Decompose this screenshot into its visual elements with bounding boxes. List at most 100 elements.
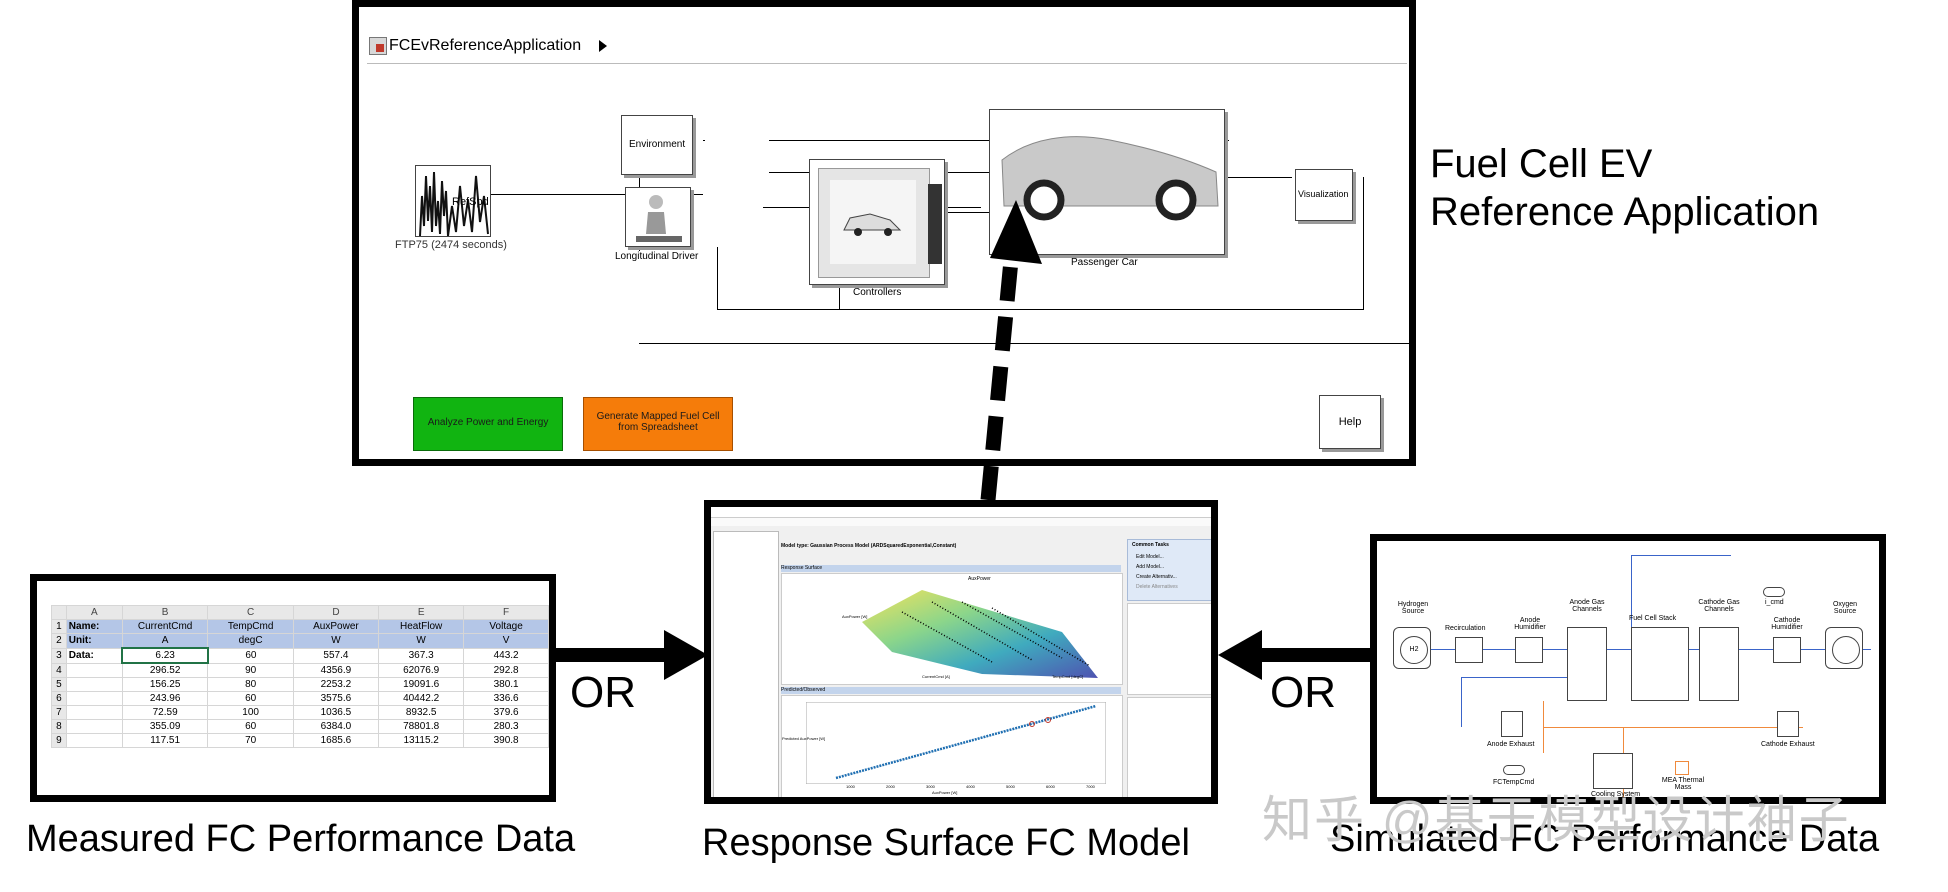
car-icon [1001, 136, 1219, 221]
generate-mapped-fc-button[interactable]: Generate Mapped Fuel Cell from Spreadshe… [583, 397, 733, 451]
column-header-row: A B C D E F [51, 605, 549, 620]
oxygen-label: Oxygen Source [1832, 601, 1858, 615]
toolbar-divider [367, 63, 1407, 64]
measured-caption: Measured FC Performance Data [26, 818, 576, 860]
cooling-system-label: Cooling System [1591, 791, 1641, 798]
pred-observed-header: Predicted/Observed [781, 687, 1121, 694]
pred-y-label: Predicted AuxPower [W] [782, 736, 826, 741]
reference-application-frame: FCEvReferenceApplication RefSpd FTP75 (2… [352, 0, 1416, 466]
cathode-exhaust-label: Cathode Exhaust [1761, 741, 1815, 748]
recirculation-block[interactable] [1455, 637, 1483, 663]
pred-xtick: 1000 [846, 784, 855, 789]
breadcrumb[interactable]: FCEvReferenceApplication [389, 37, 582, 54]
mea-thermal-mass-block[interactable] [1675, 761, 1689, 775]
refspd-block[interactable]: RefSpd [415, 165, 491, 237]
drive-cycle-icon [419, 171, 489, 236]
or-label-left: OR [570, 668, 636, 717]
fc-temp-cmd-label: FCTempCmd [1493, 779, 1535, 786]
cathode-humidifier-label: Cathode Humidifier [1771, 617, 1803, 631]
pred-xtick: 4000 [966, 784, 975, 789]
or-label-right: OR [1270, 668, 1336, 717]
cathode-gas-channels-block[interactable] [1699, 627, 1739, 701]
model-type-label: Model type: Gaussian Process Model (ARDS… [781, 543, 957, 549]
dashed-up-arrow [980, 200, 1042, 501]
pred-xtick: 3000 [926, 784, 935, 789]
pred-xtick: 2000 [886, 784, 895, 789]
pred-x-label: AuxPower [W] [932, 790, 958, 795]
left-arrow-shaft [556, 648, 668, 662]
right-arrow-head [1218, 630, 1262, 680]
anode-gas-label: Anode Gas Channels [1569, 599, 1605, 613]
controllers-block[interactable] [809, 159, 945, 285]
oxygen-source-block[interactable] [1825, 627, 1863, 669]
watermark: 知乎 @基于模型设计袖子 [1262, 792, 1851, 848]
anode-exhaust-label: Anode Exhaust [1487, 741, 1535, 748]
anode-humidifier-label: Anode Humidifier [1514, 617, 1546, 631]
removed-data-panel [1127, 697, 1211, 797]
passenger-car-block[interactable] [989, 109, 1225, 255]
fuel-cell-stack-block[interactable] [1631, 627, 1689, 701]
analyze-power-button[interactable]: Analyze Power and Energy [413, 397, 563, 451]
fcev-title-line1: Fuel Cell EV [1430, 142, 1653, 186]
surface-z-label: AuxPower [W] [842, 614, 868, 619]
cathode-gas-label: Cathode Gas Channels [1698, 599, 1740, 613]
task-edit-model[interactable]: Edit Model... [1136, 554, 1164, 560]
environment-label: Environment [629, 139, 686, 150]
summary-panel [1127, 603, 1211, 695]
i-cmd-port[interactable] [1763, 587, 1785, 597]
surface-plot-area: AuxPower CurrentCmd [A] TempCmd [degC] A… [781, 573, 1123, 685]
anode-exhaust-block[interactable] [1501, 711, 1523, 737]
driver-icon [636, 195, 682, 242]
task-create-alternative[interactable]: Create Alternativ... [1136, 574, 1177, 580]
breadcrumb-arrow-icon[interactable] [599, 40, 607, 52]
task-delete-alternatives[interactable]: Delete Alternatives [1136, 584, 1178, 590]
cooling-system-block[interactable] [1593, 753, 1633, 789]
menu-bar[interactable] [711, 518, 1211, 526]
task-add-model[interactable]: Add Model... [1136, 564, 1165, 570]
visualization-block[interactable]: Visualization [1295, 169, 1353, 221]
surface-title: AuxPower [968, 576, 991, 582]
response-surface-frame: Model type: Gaussian Process Model (ARDS… [704, 500, 1218, 804]
pred-xtick: 5000 [1006, 784, 1015, 789]
cathode-humidifier-block[interactable] [1773, 637, 1801, 663]
anode-humidifier-block[interactable] [1515, 637, 1543, 663]
hydrogen-source-block[interactable]: H2 [1393, 627, 1431, 669]
surface-y-label: TempCmd [degC] [1052, 674, 1084, 679]
fc-temp-cmd-port[interactable] [1503, 765, 1525, 775]
pred-xtick: 7000 [1086, 784, 1095, 789]
model-tree-panel[interactable] [713, 531, 779, 797]
passenger-car-caption: Passenger Car [1071, 257, 1138, 268]
pred-xtick: 6000 [1046, 784, 1055, 789]
anode-gas-channels-block[interactable] [1567, 627, 1607, 701]
refspd-label: RefSpd [452, 196, 489, 208]
common-tasks-panel: Common Tasks Edit Model... Add Model... … [1127, 539, 1211, 601]
surface-x-label: CurrentCmd [A] [922, 674, 950, 679]
response-surface-caption: Response Surface FC Model [702, 822, 1190, 864]
fuel-cell-stack-label: Fuel Cell Stack [1629, 615, 1677, 622]
help-button[interactable]: Help [1319, 395, 1381, 449]
controllers-caption: Controllers [853, 287, 902, 298]
drive-cycle-caption: FTP75 (2474 seconds) [395, 239, 507, 251]
driver-block[interactable] [625, 187, 691, 247]
cathode-exhaust-block[interactable] [1777, 711, 1799, 737]
surface-3d-plot [862, 590, 1098, 678]
environment-block[interactable]: Environment [621, 115, 693, 175]
visualization-label: Visualization [1298, 189, 1349, 199]
pred-plot-area: AuxPower [W] Predicted AuxPower [W] 1000… [781, 695, 1123, 797]
recirculation-label: Recirculation [1445, 625, 1486, 632]
i-cmd-label: i_cmd [1765, 599, 1784, 606]
driver-caption: Longitudinal Driver [615, 251, 699, 262]
response-surface-header: Response Surface [781, 565, 1121, 572]
fcev-title-line2: Reference Application [1430, 190, 1820, 234]
simulated-fc-frame: H2 Hydrogen Source Recirculation Anode H… [1370, 534, 1886, 804]
